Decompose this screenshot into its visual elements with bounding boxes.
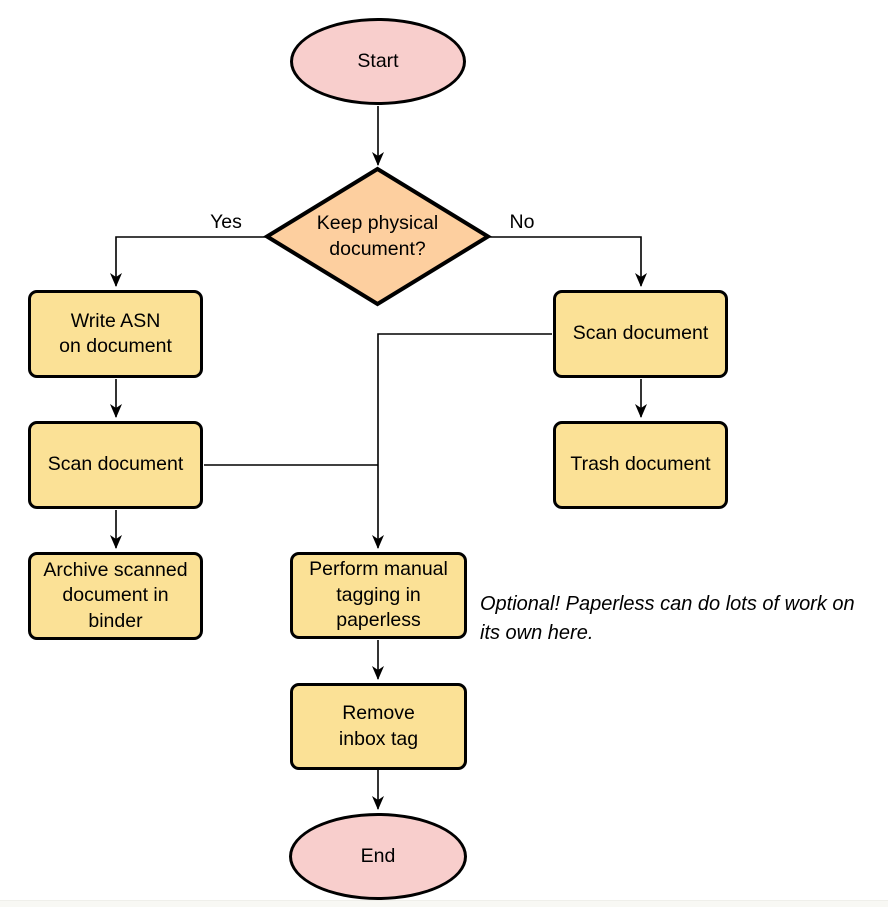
node-end: End	[289, 813, 467, 900]
bottom-page-strip	[0, 900, 888, 907]
annotation-optional-note: Optional! Paperless can do lots of work …	[480, 593, 855, 644]
node-trash-document: Trash document	[553, 421, 728, 509]
node-manual-tagging: Perform manual tagging in paperless	[290, 552, 467, 639]
decision-diamond-shape	[263, 166, 492, 307]
node-scan-document-right: Scan document	[553, 290, 728, 378]
node-decision-label: Keep physical document?	[316, 212, 439, 260]
edge-scanright-tagging	[372, 333, 552, 549]
edge-decision-scanright-no	[488, 236, 647, 287]
edge-label-yes: Yes	[210, 211, 242, 233]
node-remove-inbox-tag: Remove inbox tag	[290, 683, 467, 770]
node-archive-binder: Archive scanned document in binder	[28, 552, 203, 640]
node-write-asn: Write ASN on document	[28, 290, 203, 378]
edge-decision-writeasn-yes	[110, 236, 267, 287]
node-start: Start	[290, 18, 466, 105]
edge-label-no: No	[509, 211, 535, 233]
node-scan-document-left: Scan document	[28, 421, 203, 509]
